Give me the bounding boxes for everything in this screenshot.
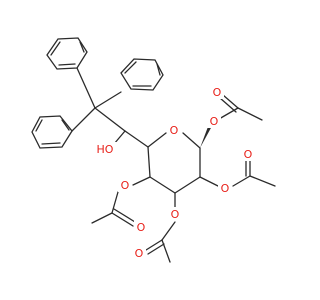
pyranose-ring [124, 130, 201, 194]
phenyl-ring-left [31, 115, 73, 149]
acetate-c4 [91, 176, 151, 227]
c4-ester-oxygen-label: O [121, 179, 130, 192]
c3-ester-oxygen-label: O [171, 208, 180, 221]
c2-ester-oxygen-label: O [221, 182, 230, 195]
c1-ester-oxygen-label: O [210, 115, 219, 128]
acetate-c3 [145, 192, 176, 263]
molecule-diagram: O HO O O O O O O O O [31, 37, 276, 263]
wedge-bond [200, 124, 212, 148]
hydroxyl-bond [113, 130, 126, 145]
phenyl-ring-top-left [46, 37, 88, 70]
ring-oxygen-label: O [170, 124, 179, 137]
hydroxyl-label: HO [97, 143, 114, 156]
c4-carbonyl-oxygen-label: O [137, 221, 146, 234]
c3-carbonyl-oxygen-label: O [135, 247, 144, 260]
acetate-c2 [199, 159, 276, 187]
phenyl-ring-top-right [120, 58, 164, 91]
structure-canvas: O HO O O O O O O O O [31, 37, 276, 263]
c1-carbonyl-oxygen-label: O [213, 86, 222, 99]
atom-labels: O HO O O O O O O O O [95, 85, 255, 260]
trityl-carbon-bonds [71, 67, 126, 132]
acetate-c1 [200, 94, 263, 148]
c2-carbonyl-oxygen-label: O [244, 148, 253, 161]
